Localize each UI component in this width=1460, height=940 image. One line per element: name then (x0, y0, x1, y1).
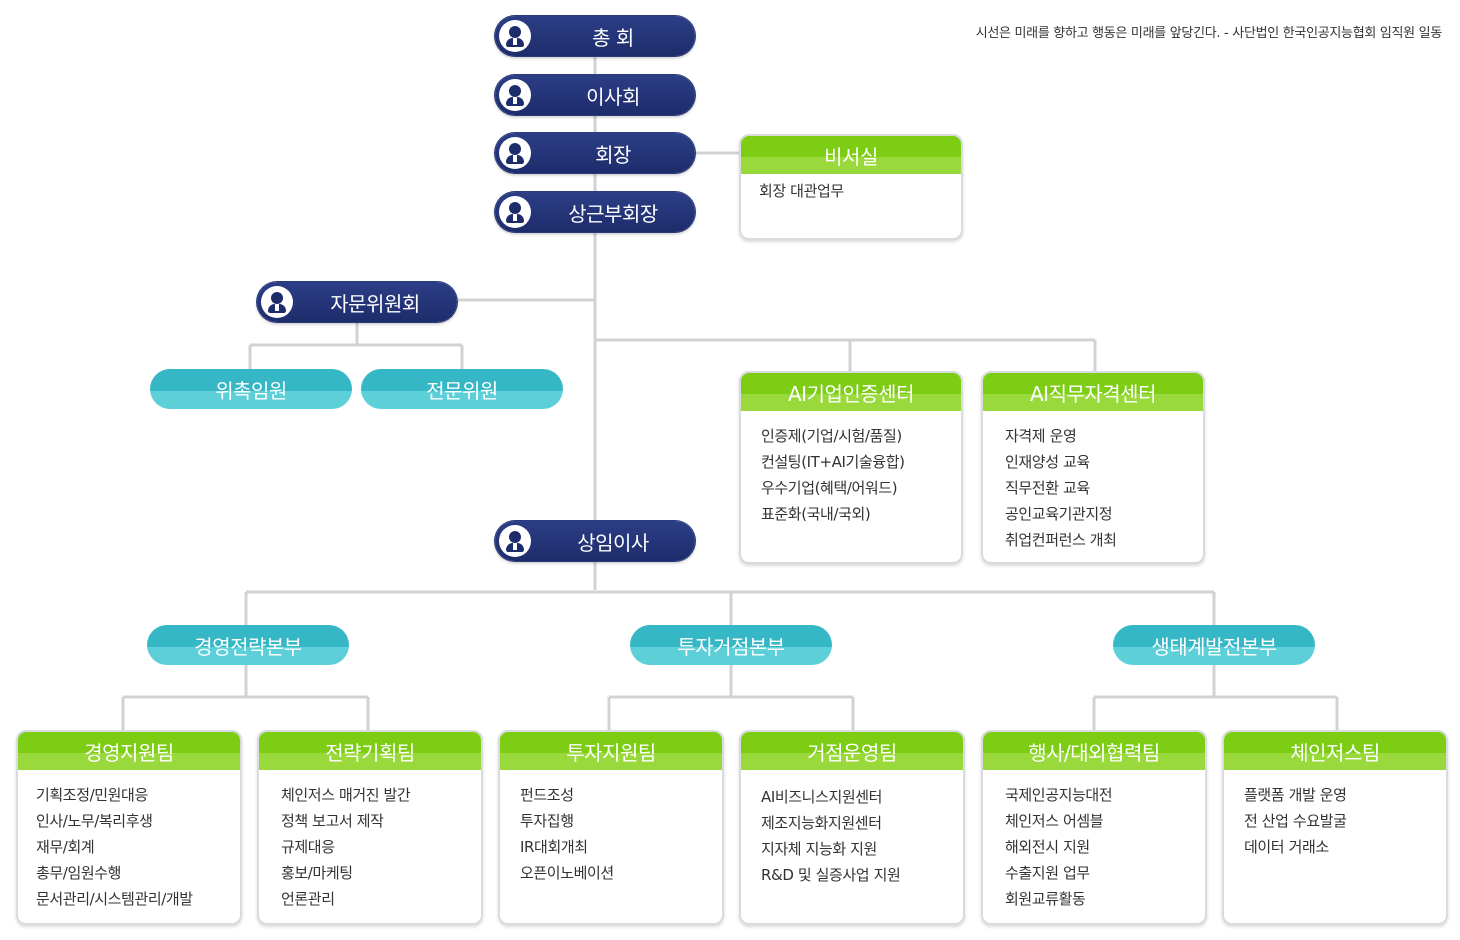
team-item: 정책 보고서 제작 (281, 812, 384, 830)
management-support-team-box: 경영지원팀 기획조정/민원대응 인사/노무/복리후생 재무/회계 총무/임원수행… (16, 730, 242, 925)
events-external-cooperation-team-box: 행사/대외협력팀 국제인공지능대전 체인저스 어셈블 해외전시 지원 수출지원 … (981, 730, 1207, 925)
person-icon (499, 20, 531, 52)
person-icon (499, 525, 531, 557)
team-item: 펀드조성 (520, 786, 574, 804)
team-item: 플랫폼 개발 운영 (1244, 786, 1347, 804)
team-item: 총무/임원수행 (36, 864, 122, 882)
executive-director-node: 상임이사 (495, 521, 695, 561)
center-item: 인재양성 교육 (1005, 453, 1090, 471)
general-assembly-node: 총 회 (495, 16, 695, 56)
team-item: R&D 및 실증사업 지원 (761, 866, 901, 884)
person-icon (261, 286, 293, 318)
person-icon (499, 196, 531, 228)
team-item: 체인저스 어셈블 (1005, 812, 1104, 830)
team-title: 거점운영팀 (741, 732, 963, 770)
team-item: 회원교류활동 (1005, 890, 1086, 908)
advisory-committee-node: 자문위원회 (257, 282, 457, 322)
center-item: 공인교육기관지정 (1005, 505, 1113, 523)
team-title: 전략기획팀 (259, 732, 481, 770)
team-item: 기획조정/민원대응 (36, 786, 148, 804)
team-item: IR대회개최 (520, 838, 588, 856)
team-item: 언론관리 (281, 890, 335, 908)
team-title: 경영지원팀 (18, 732, 240, 770)
vice-chairman-node: 상근부회장 (495, 192, 695, 232)
team-item: AI비즈니스지원센터 (761, 788, 883, 806)
team-item: 인사/노무/복리후생 (36, 812, 153, 830)
appointed-executives-node: 위촉임원 (150, 369, 352, 409)
team-item: 규제대응 (281, 838, 335, 856)
ecosystem-development-division-node: 생태계발전본부 (1113, 625, 1315, 665)
investment-hub-division-node: 투자거점본부 (630, 625, 832, 665)
general-assembly-label: 총 회 (592, 25, 634, 50)
center-item: 직무전환 교육 (1005, 479, 1090, 497)
center-item: 자격제 운영 (1005, 427, 1077, 445)
management-strategy-division-node: 경영전략본부 (147, 625, 349, 665)
center-item: 컨설팅(IT+AI기술융합) (761, 453, 905, 471)
team-item: 체인저스 매거진 발간 (281, 786, 411, 804)
team-item: 지자체 지능화 지원 (761, 840, 877, 858)
expert-members-node: 전문위원 (361, 369, 563, 409)
team-title: 체인저스팀 (1224, 732, 1446, 770)
advisory-committee-label: 자문위원회 (330, 291, 420, 316)
person-icon (499, 137, 531, 169)
strategy-planning-team-box: 전략기획팀 체인저스 매거진 발간 정책 보고서 제작 규제대응 홍보/마케팅 … (257, 730, 483, 925)
executive-director-label: 상임이사 (577, 530, 649, 555)
center-item: 우수기업(혜택/어워드) (761, 479, 898, 497)
team-item: 오픈이노베이션 (520, 864, 614, 882)
board-node: 이사회 (495, 75, 695, 115)
secretariat-item: 회장 대관업무 (759, 182, 844, 200)
chairman-node: 회장 (495, 133, 695, 173)
team-item: 데이터 거래소 (1244, 838, 1329, 856)
chairman-label: 회장 (595, 142, 631, 167)
team-item: 문서관리/시스템관리/개발 (36, 890, 193, 908)
center-item: 표준화(국내/국외) (761, 505, 871, 523)
investment-support-team-box: 투자지원팀 펀드조성 투자집행 IR대회개최 오픈이노베이션 (498, 730, 724, 925)
center-item: 취업컨퍼런스 개최 (1005, 531, 1117, 549)
team-item: 제조지능화지원센터 (761, 814, 882, 832)
center-item: 인증제(기업/시험/품질) (761, 427, 902, 445)
team-item: 국제인공지능대전 (1005, 786, 1113, 804)
team-title: 행사/대외협력팀 (983, 732, 1205, 770)
team-item: 홍보/마케팅 (281, 864, 353, 882)
vice-chairman-label: 상근부회장 (568, 201, 658, 226)
team-item: 수출지원 업무 (1005, 864, 1090, 882)
ai-enterprise-certification-center-box: AI기업인증센터 인증제(기업/시험/품질) 컨설팅(IT+AI기술융합) 우수… (739, 371, 963, 564)
team-title: 투자지원팀 (500, 732, 722, 770)
team-item: 투자집행 (520, 812, 574, 830)
person-icon (499, 79, 531, 111)
board-label: 이사회 (586, 84, 640, 109)
center-title: AI기업인증센터 (741, 373, 961, 411)
team-item: 재무/회계 (36, 838, 95, 856)
ai-job-qualification-center-box: AI직무자격센터 자격제 운영 인재양성 교육 직무전환 교육 공인교육기관지정… (981, 371, 1205, 564)
secretariat-box: 비서실 회장 대관업무 (739, 134, 963, 240)
center-title: AI직무자격센터 (983, 373, 1203, 411)
hub-operation-team-box: 거점운영팀 AI비즈니스지원센터 제조지능화지원센터 지자체 지능화 지원 R&… (739, 730, 965, 925)
team-item: 전 산업 수요발굴 (1244, 812, 1347, 830)
secretariat-title: 비서실 (741, 136, 961, 174)
slogan-text: 시선은 미래를 향하고 행동은 미래를 앞당긴다. - 사단법인 한국인공지능협… (975, 26, 1443, 41)
changers-team-box: 체인저스팀 플랫폼 개발 운영 전 산업 수요발굴 데이터 거래소 (1222, 730, 1448, 925)
team-item: 해외전시 지원 (1005, 838, 1090, 856)
